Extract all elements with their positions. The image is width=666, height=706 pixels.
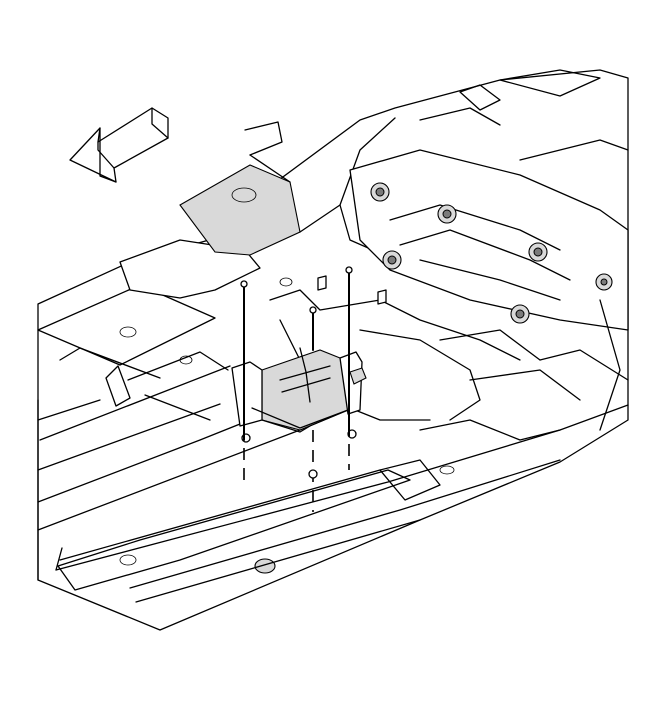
- fastener-center: [308, 306, 318, 512]
- direction-arrow-icon: [69, 107, 169, 183]
- rocker-rail-left: [37, 399, 101, 581]
- console-bracket: [231, 347, 367, 443]
- fastener-front-left: [240, 280, 248, 480]
- clip-details: [279, 275, 387, 305]
- rear-crossmember: [349, 69, 629, 501]
- fastener-front-right: [345, 266, 353, 470]
- floor-tunnel: [119, 117, 541, 421]
